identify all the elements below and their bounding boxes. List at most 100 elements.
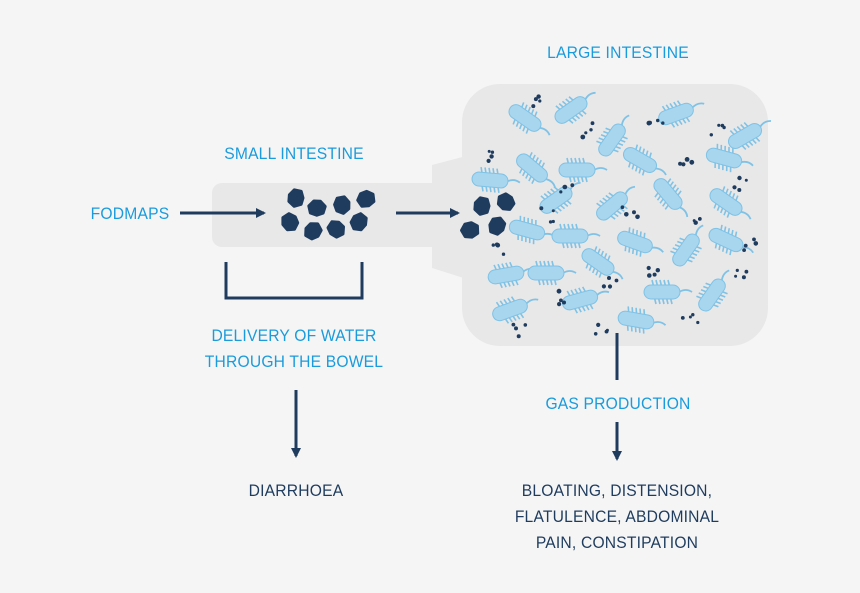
bacterium <box>471 167 521 193</box>
gas-dot <box>604 329 609 334</box>
gas-dot <box>717 123 721 127</box>
bacterium <box>581 246 624 280</box>
gas-dot <box>620 205 625 209</box>
gas-dot <box>607 276 611 280</box>
gas-dot <box>491 243 495 247</box>
gas-dot <box>737 188 742 192</box>
gas-dot <box>689 159 695 165</box>
gas-dot <box>562 300 566 305</box>
gas-dot <box>646 265 651 271</box>
delivery-bracket <box>224 262 364 300</box>
bacterium <box>596 185 636 221</box>
small-intestine-label: SMALL INTESTINE <box>224 144 364 163</box>
gas-dot <box>681 162 686 167</box>
gas-dot <box>494 242 499 247</box>
fodmaps-label: FODMAPS <box>90 204 170 223</box>
gas-dot <box>698 217 702 221</box>
gas-dot <box>744 178 748 182</box>
gas-dot <box>709 133 713 137</box>
gas-dot <box>490 150 495 154</box>
symptoms-label: BLOATING, DISTENSION, FLATULENCE, ABDOMI… <box>506 478 729 556</box>
bacterium <box>696 269 730 312</box>
bacterium <box>727 120 772 150</box>
symptoms-line-2: FLATULENCE, ABDOMINAL <box>514 507 720 526</box>
gas-dot <box>647 273 652 278</box>
gas-dot <box>559 190 563 194</box>
gas-dot <box>753 241 759 246</box>
diarrhoea-label: DIARRHOEA <box>248 481 344 500</box>
bacterium <box>508 215 557 245</box>
bacterium <box>508 102 551 136</box>
gas-dot <box>691 313 695 317</box>
fodmap-particles-small <box>281 188 376 241</box>
bacterium <box>622 144 667 176</box>
symptoms-line-3: PAIN, CONSTIPATION <box>535 533 699 552</box>
gas-dot <box>487 149 491 153</box>
gas-dot <box>556 288 562 294</box>
fodmap-particle <box>307 199 327 217</box>
gas-dot <box>501 252 506 256</box>
gas-dot <box>514 326 518 331</box>
gas-dot <box>511 322 516 327</box>
gas-dot <box>632 210 636 215</box>
fodmap-particle <box>349 212 368 232</box>
fodmap-particle <box>287 188 305 208</box>
gas-production-label: GAS PRODUCTION <box>545 394 691 413</box>
fodmap-particle <box>281 212 300 232</box>
fodmap-particle <box>333 195 351 215</box>
bacterium <box>551 223 601 249</box>
gas-dot <box>655 268 660 273</box>
gas-dot <box>744 269 749 274</box>
bacterium <box>554 91 596 124</box>
bacterium <box>561 286 610 314</box>
fodmap-particle <box>460 221 480 239</box>
gas-dot <box>523 323 528 327</box>
fodmap-particle <box>356 189 376 208</box>
delivery-line-1: DELIVERY OF WATER <box>211 326 377 345</box>
gas-dot <box>590 121 595 126</box>
gas-dot <box>624 212 629 217</box>
gas-dot <box>680 316 685 320</box>
gas-dot <box>596 322 601 327</box>
gas-dot <box>539 206 544 211</box>
gas-dot <box>737 175 742 181</box>
gas-dot <box>557 302 562 307</box>
gas-dot <box>559 298 563 303</box>
gas-dot <box>688 315 692 319</box>
delivery-line-2: THROUGH THE BOWEL <box>204 352 384 371</box>
fodmap-particle <box>473 196 491 216</box>
bacterium <box>596 114 630 157</box>
gas-dot <box>742 248 746 253</box>
fodmap-particle <box>326 220 345 239</box>
gas-dot <box>722 125 726 130</box>
flask-neck <box>385 155 470 280</box>
gas-dot <box>593 332 598 336</box>
gas-dot <box>584 131 588 135</box>
gas-dot <box>656 118 660 123</box>
gas-dot <box>531 104 536 109</box>
delivery-label: DELIVERY OF WATER THROUGH THE BOWEL <box>193 323 395 375</box>
bacterium <box>705 143 754 173</box>
gas-dot <box>734 274 738 278</box>
bacterium <box>527 260 577 286</box>
gas-dot <box>743 243 748 248</box>
gas-dot <box>735 268 739 272</box>
gas-dot <box>696 320 700 325</box>
gas-dot <box>601 284 607 289</box>
bacterium <box>492 296 539 324</box>
gas-dot <box>536 94 541 99</box>
gas-dot <box>607 284 613 289</box>
gas-dot <box>635 214 640 220</box>
gas-dot <box>648 120 652 125</box>
gut-bacteria <box>471 91 772 334</box>
gas-dot <box>551 209 555 213</box>
bacterium <box>670 224 704 267</box>
bacterium <box>487 261 536 289</box>
gas-dot <box>570 183 575 188</box>
symptoms-line-1: BLOATING, DISTENSION, <box>521 481 713 500</box>
gas-dot <box>548 220 553 224</box>
gas-dot <box>752 237 756 242</box>
fodmap-particle <box>304 222 323 241</box>
gas-dot <box>562 185 566 189</box>
